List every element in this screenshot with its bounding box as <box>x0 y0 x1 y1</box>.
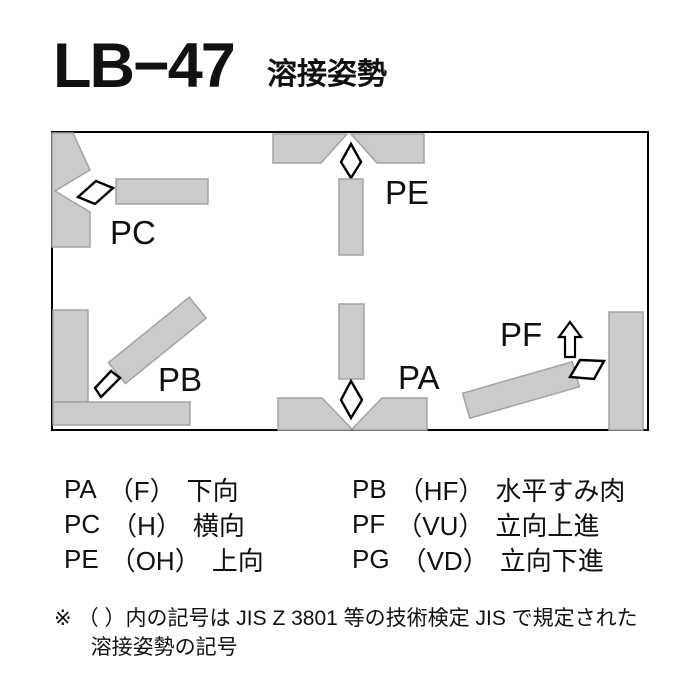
footnote-line2: 溶接姿勢の記号 <box>90 636 238 659</box>
legend-jis-code: （H） <box>111 511 182 541</box>
pe-holder-diamond-icon <box>339 141 363 181</box>
legend-column-left: PA （F） 下向 PC （H） 横向 PE （OH） 上向 <box>64 472 264 577</box>
pa-floor-plate-left <box>277 397 352 431</box>
legend-jis-code: （HF） <box>397 476 485 506</box>
legend-name: 上向 <box>211 546 264 576</box>
footnote-line1: （ ）内の記号は JIS Z 3801 等の技術検定 JIS で規定された <box>77 607 638 630</box>
pa-floor-plate-right <box>352 397 428 431</box>
legend-code: PA <box>64 474 97 504</box>
product-title: LB−47 <box>53 31 236 101</box>
pe-ceiling-plate-right <box>349 133 425 164</box>
pc-electrode-rod <box>115 178 209 205</box>
position-pb-group: PB <box>52 296 208 426</box>
pe-electrode-rod <box>338 178 364 256</box>
position-label-pb: PB <box>158 361 202 398</box>
legend-name: 横向 <box>192 511 245 541</box>
legend-row-pg: PG （VD） 立向下進 <box>352 542 625 577</box>
pb-vertical-plate <box>52 309 89 403</box>
footnote-marker: ※ <box>54 607 72 630</box>
diagram-canvas: PC PE PA PB <box>51 131 649 431</box>
legend-jis-code: （F） <box>107 476 176 506</box>
position-pe-group: PE <box>272 133 429 256</box>
pb-holder-diamond-icon <box>93 369 122 399</box>
pb-electrode-rod <box>107 296 208 385</box>
legend-name: 下向 <box>186 476 239 506</box>
pa-electrode-rod <box>338 303 365 380</box>
legend-row-pe: PE （OH） 上向 <box>64 542 264 577</box>
legend-code: PE <box>64 544 99 574</box>
pf-holder-diamond-icon <box>567 358 606 381</box>
position-label-pc: PC <box>110 214 156 251</box>
legend-jis-code: （VU） <box>396 511 485 541</box>
legend-code: PG <box>352 544 390 574</box>
pe-ceiling-plate-left <box>272 133 349 164</box>
footnote-text: （ ）内の記号は JIS Z 3801 等の技術検定 JIS で規定された 溶接… <box>78 604 638 662</box>
legend-code: PC <box>64 509 101 539</box>
legend-name: 水平すみ肉 <box>495 476 626 506</box>
legend-row-pc: PC （H） 横向 <box>64 507 264 542</box>
footnote: ※ （ ）内の記号は JIS Z 3801 等の技術検定 JIS で規定された … <box>54 604 638 662</box>
legend-column-right: PB （HF） 水平すみ肉 PF （VU） 立向上進 PG （VD） 立向下進 <box>352 472 625 577</box>
legend-jis-code: （VD） <box>400 546 489 576</box>
upward-arrow-icon <box>556 320 584 359</box>
position-pa-group: PA <box>277 303 440 431</box>
legend-row-pf: PF （VU） 立向上進 <box>352 507 625 542</box>
position-pc-group: PC <box>51 132 209 251</box>
pf-wall-plate <box>608 311 644 431</box>
position-label-pf: PF <box>500 316 542 353</box>
welding-positions-diagram: PC PE PA PB <box>51 131 649 431</box>
position-pf-group: PF <box>461 311 644 431</box>
pc-grooved-plate <box>51 132 91 248</box>
pc-holder-diamond-icon <box>75 179 116 206</box>
legend-row-pa: PA （F） 下向 <box>64 472 264 507</box>
position-label-pe: PE <box>385 174 429 211</box>
pb-horizontal-plate <box>52 401 191 426</box>
legend-code: PB <box>352 474 387 504</box>
legend-row-pb: PB （HF） 水平すみ肉 <box>352 472 625 507</box>
legend-name: 立向上進 <box>495 511 600 541</box>
position-label-pa: PA <box>398 359 440 396</box>
legend-name: 立向下進 <box>499 546 604 576</box>
pa-holder-diamond-icon <box>339 378 364 421</box>
legend-jis-code: （OH） <box>109 546 201 576</box>
legend-code: PF <box>352 509 386 539</box>
page-subtitle: 溶接姿勢 <box>267 58 387 91</box>
